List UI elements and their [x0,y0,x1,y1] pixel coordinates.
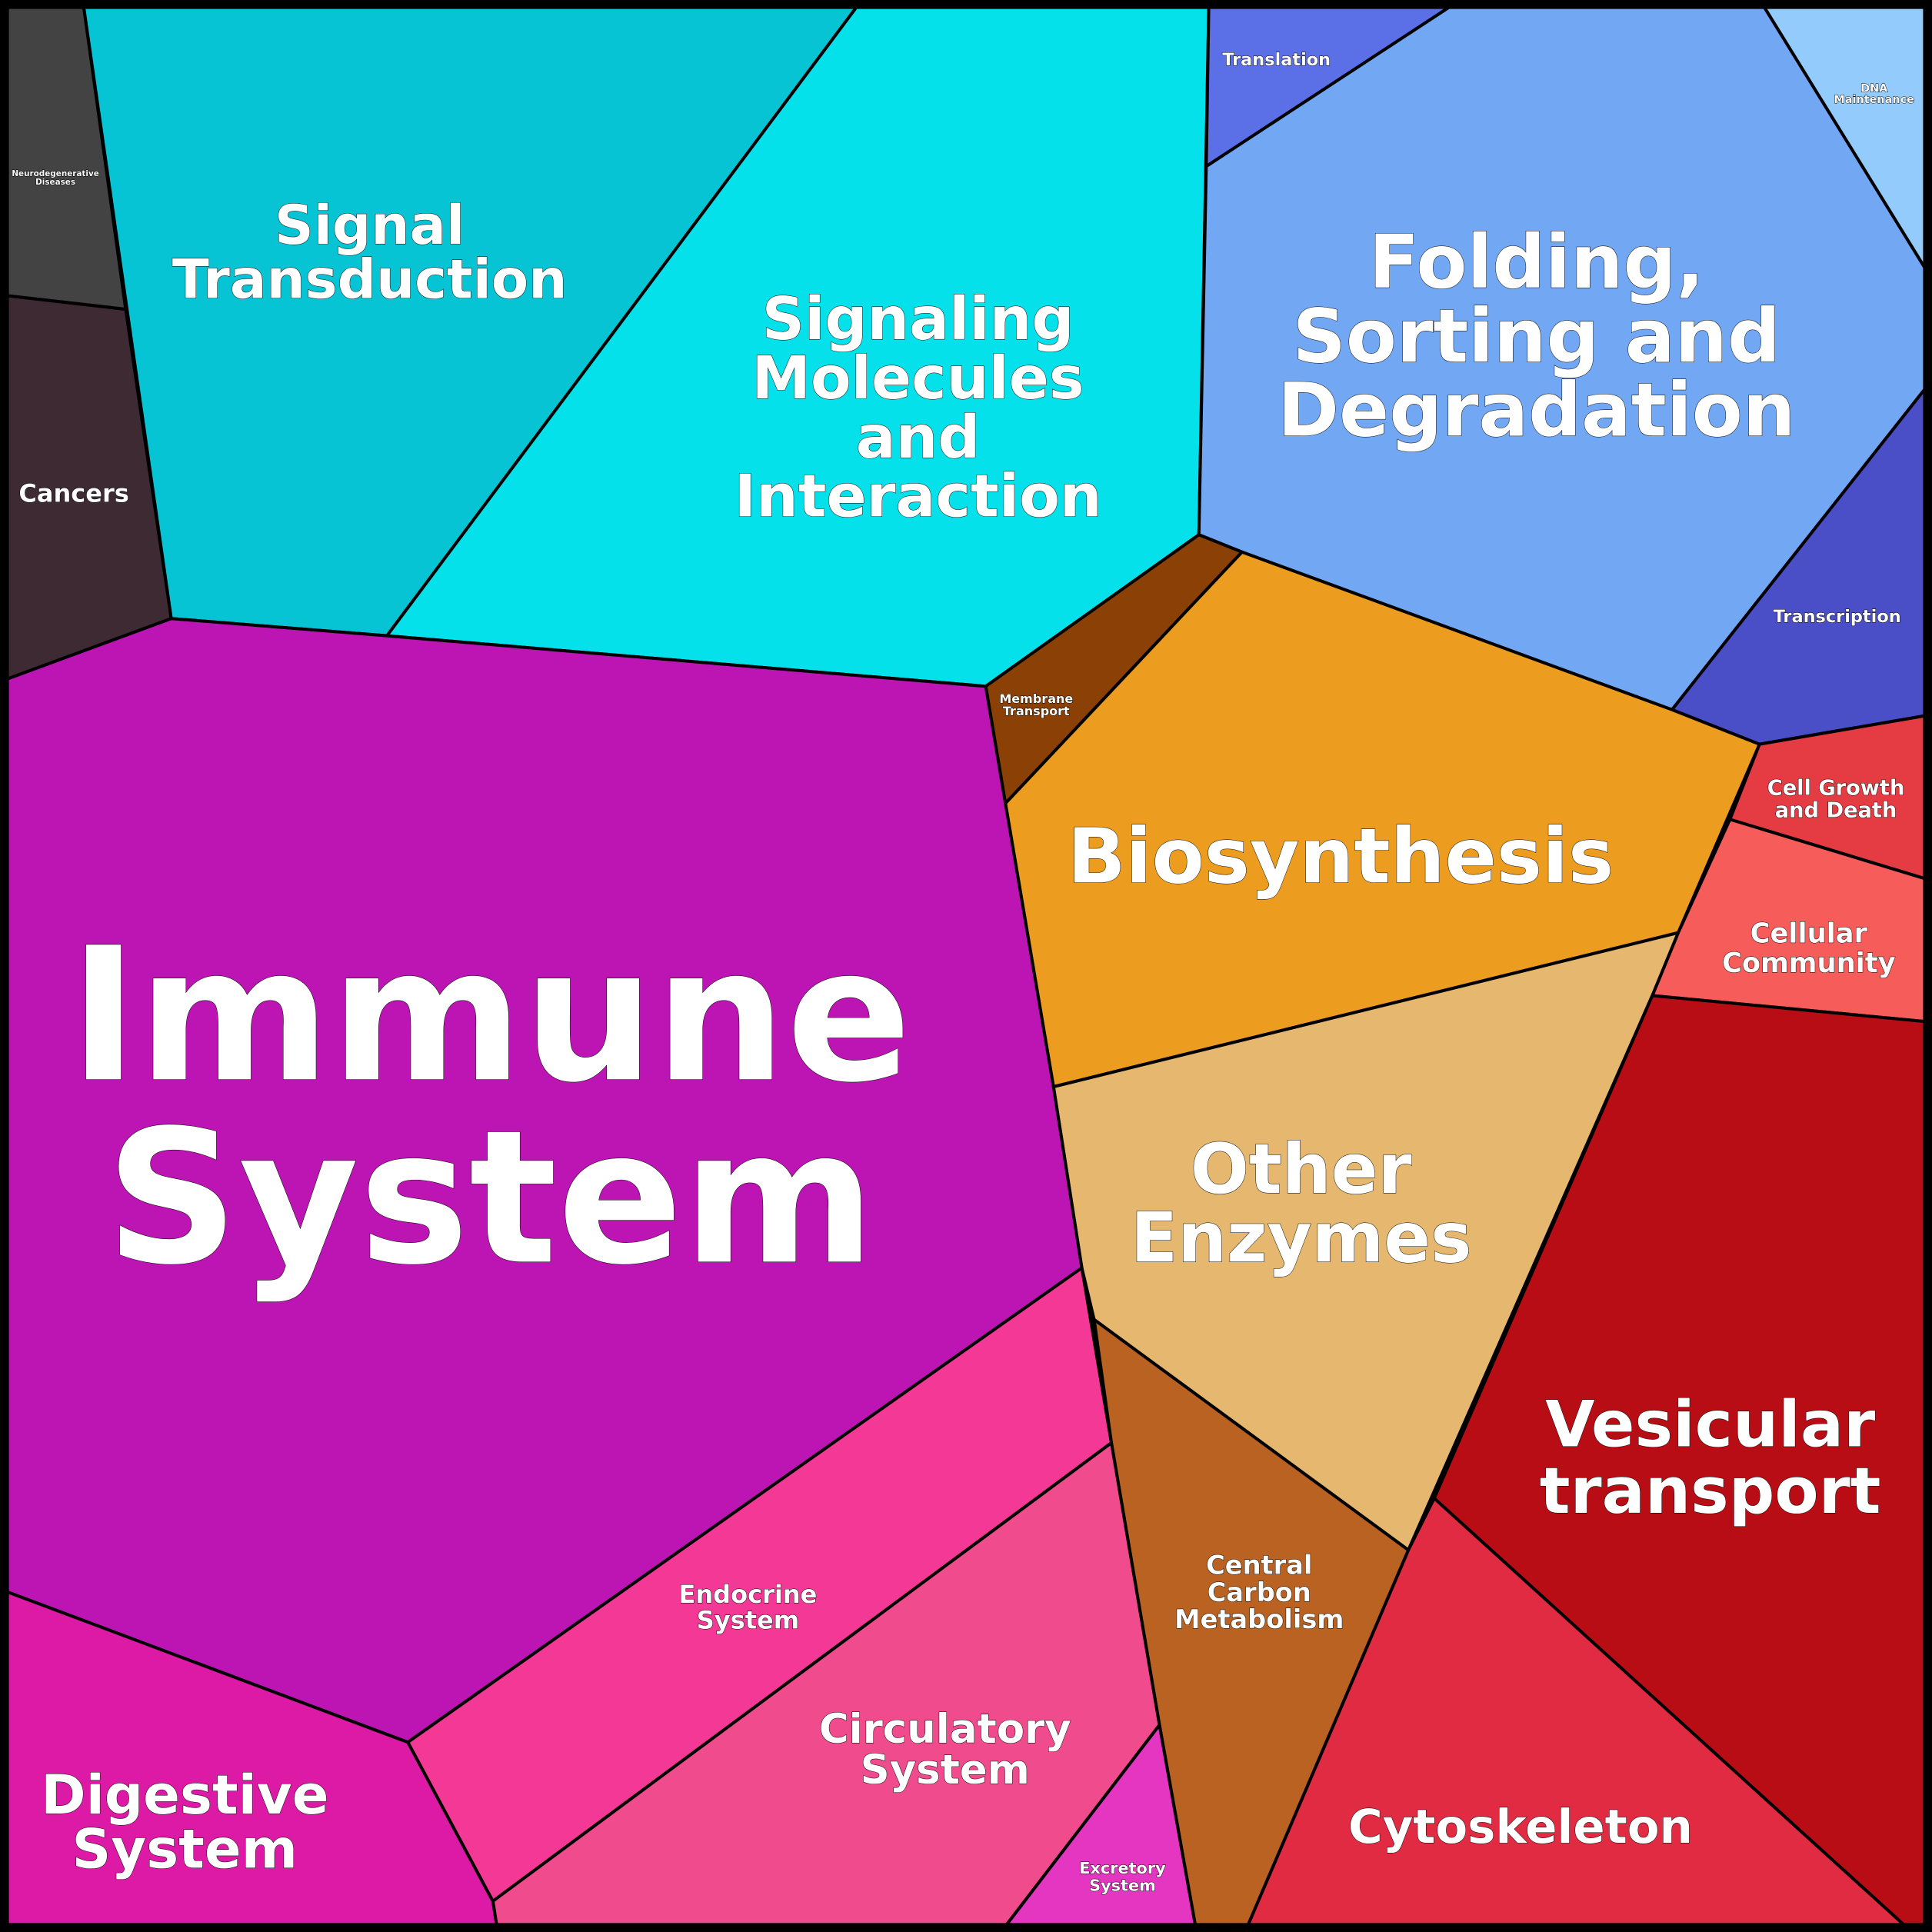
label-line: Cell Growth [1767,777,1905,801]
label-line: Cytoskeleton [1348,1800,1693,1854]
label-line: Enzymes [1131,1199,1472,1279]
label-cancers: Cancers [18,478,129,508]
label-line: and Death [1775,798,1897,822]
label-line: and [856,404,981,472]
label-line: Cancers [18,478,129,508]
label-line: Membrane [999,691,1073,706]
label-line: Neurodegenerative [12,169,98,178]
label-line: Signal [275,194,465,257]
label-line: Endocrine [678,1580,817,1609]
label-line: System [105,1090,875,1305]
label-line: Other [1191,1130,1412,1210]
label-transcription: Transcription [1774,607,1901,627]
label-line: Transcription [1774,607,1901,627]
label-line: System [72,1817,298,1880]
label-line: Vesicular [1545,1387,1875,1461]
label-line: Central [1206,1551,1312,1581]
label-line: Carbon [1208,1577,1311,1607]
label-line: Community [1722,948,1896,979]
label-line: Maintenance [1834,94,1914,106]
label-line: DNA [1860,83,1888,95]
label-line: Cellular [1750,918,1868,949]
label-line: Metabolism [1174,1604,1344,1634]
label-cytoskeleton: Cytoskeleton [1348,1800,1693,1854]
label-line: System [1089,1877,1156,1895]
label-line: System [697,1605,799,1634]
label-line: Degradation [1277,367,1795,453]
label-line: Immune [69,908,911,1123]
label-line: System [861,1747,1030,1794]
label-line: Transduction [172,248,568,311]
label-line: Interaction [734,463,1101,531]
label-biosynthesis: Biosynthesis [1068,813,1614,901]
label-line: Translation [1222,50,1331,70]
label-line: Transport [1003,704,1070,718]
label-line: Diseases [35,178,75,187]
label-line: Folding, [1369,219,1704,305]
label-line: Excretory [1079,1859,1166,1877]
label-line: Biosynthesis [1068,813,1614,901]
label-line: Circulatory [819,1706,1071,1753]
label-translation: Translation [1222,50,1331,70]
label-line: Digestive [41,1764,328,1827]
label-line: transport [1540,1454,1881,1528]
label-line: Molecules [751,345,1084,413]
label-line: Sorting and [1293,293,1780,379]
label-line: Signaling [762,285,1074,354]
